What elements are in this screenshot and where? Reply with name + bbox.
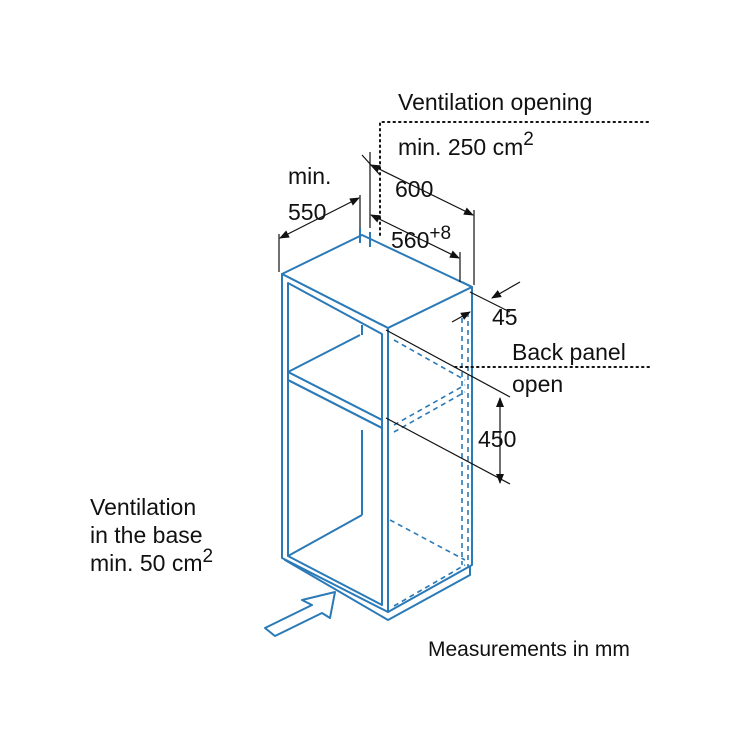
dim-600-leader [361,154,381,176]
min-550-label-line2: 550 [288,199,326,225]
vent-opening-label-line2: min. 250 cm2 [398,129,534,160]
dim-560-label: 560+8 [391,223,451,253]
min-550-label-line1: min. [288,163,331,189]
back-panel-label-line1: Back panel [512,339,626,365]
extension-line-450-bottom [385,417,511,485]
measurements-note: Measurements in mm [428,638,630,661]
hidden-line-1 [393,339,466,381]
airflow-arrow-icon [264,591,336,637]
dim-arrow-600 [370,164,474,216]
bottom-floor-edge [287,514,363,557]
vent-base-label-line1: Ventilation [90,494,196,520]
cabinet-left-side [281,273,389,613]
shelf-back-edge [287,334,361,373]
dimensions [278,121,651,485]
vent-opening-label-line1: Ventilation opening [398,89,592,115]
vent-opening-dotted-leader [379,121,651,236]
dim-arrow-560 [370,214,460,259]
vent-base-label-line3: min. 50 cm2 [90,546,213,576]
hidden-line-2 [393,384,466,426]
dim-45-arrow-bottom [451,311,471,323]
dim-arrow-550 [279,197,360,239]
dim-45-arrow-top [491,281,521,299]
extension-line-450-top [385,329,511,398]
back-panel-label-line2: open [512,371,563,397]
dim-450-label: 450 [478,426,516,452]
dim-45-label: 45 [492,304,518,330]
cabinet-right-side [387,286,473,613]
top-right-strip [461,281,473,288]
dim-45-line [469,291,511,313]
hidden-line-5 [393,564,466,607]
lower-compartment-frame [287,379,383,606]
vent-base-label-line2: in the base [90,522,203,548]
dim-600-label: 600 [395,176,433,202]
hidden-line-3 [393,391,466,433]
cabinet [281,228,473,621]
